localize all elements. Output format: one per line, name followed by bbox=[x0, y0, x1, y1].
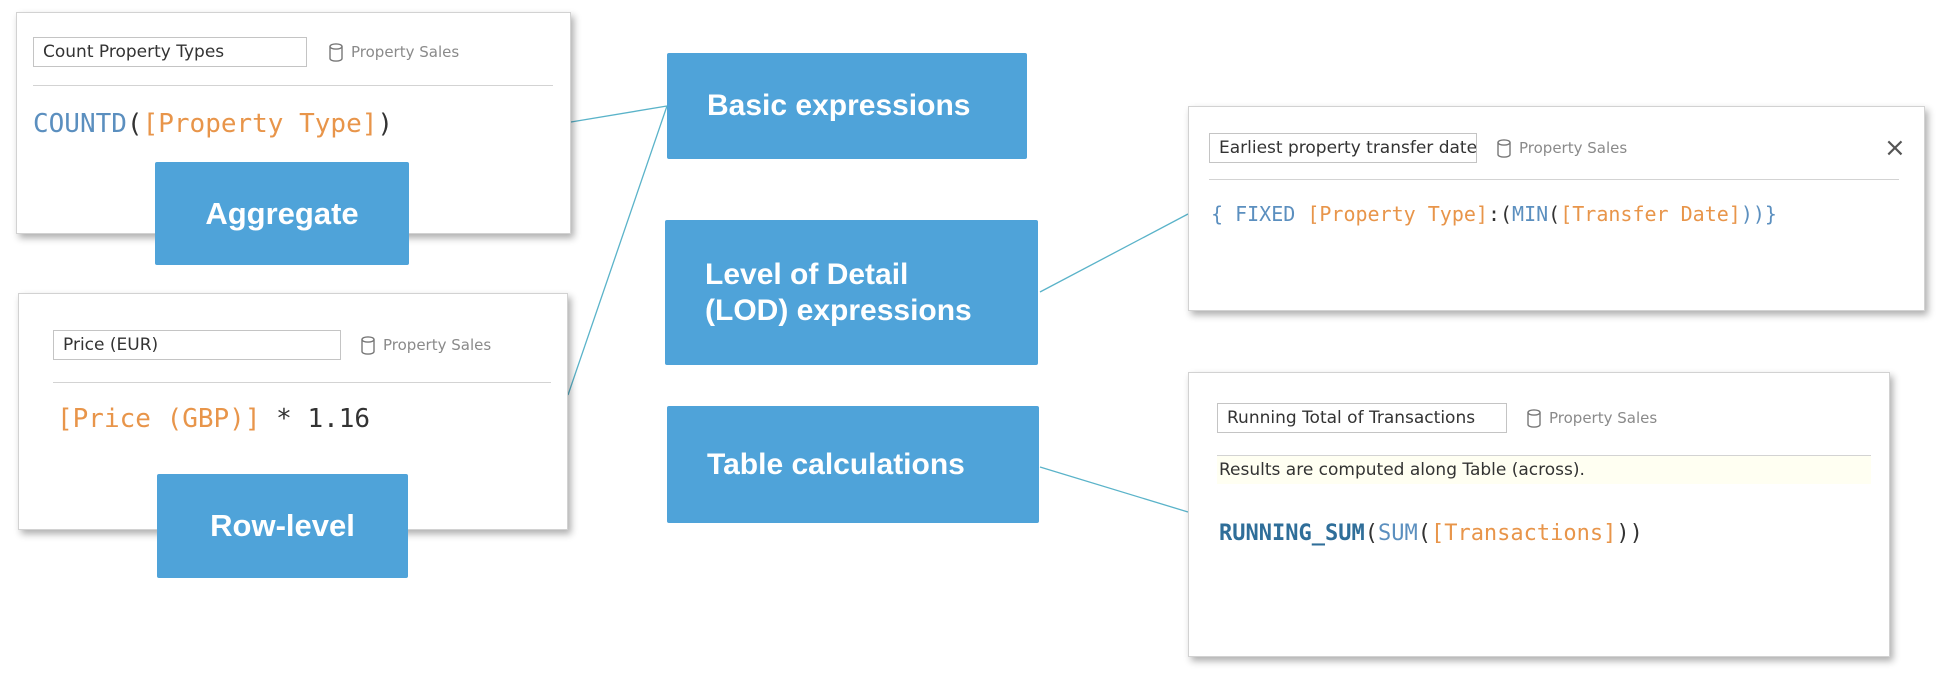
card-divider bbox=[1217, 455, 1871, 456]
calc-formula[interactable]: { FIXED [Property Type]:(MIN([Transfer D… bbox=[1211, 202, 1777, 226]
database-icon bbox=[361, 335, 375, 355]
formula-paren: ( bbox=[1417, 521, 1431, 546]
aggregate-calc-card: Count Property Types Property Sales COUN… bbox=[16, 12, 571, 234]
formula-function: RUNNING_SUM bbox=[1219, 521, 1365, 546]
formula-paren: )) bbox=[1616, 521, 1643, 546]
card-divider bbox=[1209, 179, 1899, 180]
card-divider bbox=[33, 85, 553, 86]
data-source-name: Property Sales bbox=[351, 43, 460, 61]
label-aggregate: Aggregate bbox=[155, 162, 409, 265]
formula-field: [Property Type] bbox=[142, 109, 378, 139]
data-source-name: Property Sales bbox=[1549, 409, 1658, 427]
formula-operator: * 1.16 bbox=[260, 404, 371, 434]
data-source-name: Property Sales bbox=[383, 336, 492, 354]
formula-paren: ))} bbox=[1740, 202, 1777, 226]
calc-formula[interactable]: RUNNING_SUM(SUM([Transactions])) bbox=[1219, 521, 1643, 546]
connector-lod bbox=[1039, 213, 1189, 293]
close-icon[interactable]: × bbox=[1884, 133, 1906, 163]
formula-function: MIN bbox=[1512, 202, 1549, 226]
formula-paren: ( bbox=[1364, 521, 1378, 546]
label-table-calculations: Table calculations bbox=[667, 406, 1039, 523]
connector-rowlevel-basic bbox=[567, 105, 668, 396]
computation-note: Results are computed along Table (across… bbox=[1217, 456, 1871, 484]
data-source-label: Property Sales bbox=[361, 330, 491, 360]
database-icon bbox=[1497, 138, 1511, 158]
connector-table bbox=[1039, 466, 1189, 513]
card-divider bbox=[53, 382, 551, 383]
label-lod-expressions: Level of Detail (LOD) expressions bbox=[665, 220, 1038, 365]
calc-formula[interactable]: COUNTD([Property Type]) bbox=[33, 109, 393, 139]
calc-name-field[interactable]: Running Total of Transactions bbox=[1217, 403, 1507, 433]
formula-field: [Transfer Date] bbox=[1560, 202, 1741, 226]
calc-name-field[interactable]: Earliest property transfer date bbox=[1209, 133, 1477, 163]
lod-calc-card: Earliest property transfer date Property… bbox=[1188, 106, 1925, 311]
formula-paren: :( bbox=[1487, 202, 1513, 226]
data-source-label: Property Sales bbox=[1497, 133, 1627, 163]
formula-field: [Property Type] bbox=[1307, 202, 1488, 226]
formula-paren: ( bbox=[1548, 202, 1561, 226]
formula-field: [Transactions] bbox=[1430, 521, 1617, 546]
formula-paren: ( bbox=[126, 109, 143, 139]
formula-paren: ) bbox=[377, 109, 394, 139]
rowlevel-calc-card: Price (EUR) Property Sales [Price (GBP)]… bbox=[18, 293, 568, 530]
formula-keyword: { FIXED bbox=[1211, 202, 1308, 226]
database-icon bbox=[1527, 408, 1541, 428]
label-text: Row-level bbox=[210, 508, 355, 544]
label-row-level: Row-level bbox=[157, 474, 408, 578]
data-source-name: Property Sales bbox=[1519, 139, 1628, 157]
calc-name-field[interactable]: Price (EUR) bbox=[53, 330, 341, 360]
formula-function: COUNTD bbox=[33, 109, 127, 139]
data-source-label: Property Sales bbox=[329, 37, 459, 67]
table-calc-card: Running Total of Transactions Property S… bbox=[1188, 372, 1890, 657]
calc-formula[interactable]: [Price (GBP)] * 1.16 bbox=[57, 404, 370, 434]
label-text: Basic expressions bbox=[707, 89, 971, 122]
calc-name-field[interactable]: Count Property Types bbox=[33, 37, 307, 67]
data-source-label: Property Sales bbox=[1527, 403, 1657, 433]
label-text: Level of Detail (LOD) expressions bbox=[705, 257, 972, 327]
formula-function: SUM bbox=[1377, 521, 1418, 546]
connector-aggregate-basic bbox=[570, 105, 668, 123]
formula-field: [Price (GBP)] bbox=[57, 404, 261, 434]
label-text: Aggregate bbox=[205, 195, 359, 231]
label-text: Table calculations bbox=[707, 447, 965, 481]
database-icon bbox=[329, 42, 343, 62]
label-basic-expressions: Basic expressions bbox=[667, 53, 1027, 159]
